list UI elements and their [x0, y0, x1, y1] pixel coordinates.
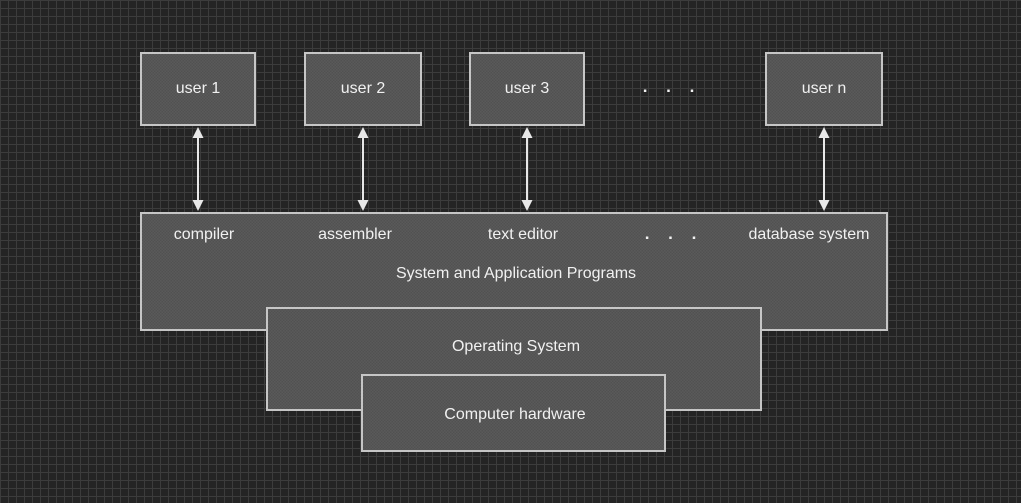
operating-system-box: Operating System	[266, 307, 762, 411]
user-box-3-label: user 3	[504, 80, 550, 97]
user-row-ellipsis: . . .	[642, 77, 702, 96]
user-box-n-label: user n	[801, 80, 847, 97]
programs-box: compiler assembler text editor . . . dat…	[140, 212, 888, 331]
double-arrow-icon-3	[521, 127, 533, 211]
programs-box-title: System and Application Programs	[395, 265, 637, 282]
user-box-3: user 3	[469, 52, 585, 126]
program-row-ellipsis: . . .	[644, 224, 704, 243]
user-box-1: user 1	[140, 52, 256, 126]
double-arrow-icon-4	[818, 127, 830, 211]
double-arrow-icon-1	[192, 127, 204, 211]
program-label-assembler: assembler	[318, 226, 392, 243]
user-box-2-label: user 2	[340, 80, 386, 97]
operating-system-label: Operating System	[451, 338, 581, 355]
user-box-1-label: user 1	[175, 80, 221, 97]
computer-hardware-box: Computer hardware	[361, 374, 666, 452]
user-box-n: user n	[765, 52, 883, 126]
program-label-compiler: compiler	[173, 226, 235, 243]
computer-hardware-label: Computer hardware	[444, 406, 586, 423]
program-label-text-editor: text editor	[487, 226, 559, 243]
user-box-2: user 2	[304, 52, 422, 126]
double-arrow-icon-2	[357, 127, 369, 211]
program-label-database-system: database system	[748, 226, 870, 243]
